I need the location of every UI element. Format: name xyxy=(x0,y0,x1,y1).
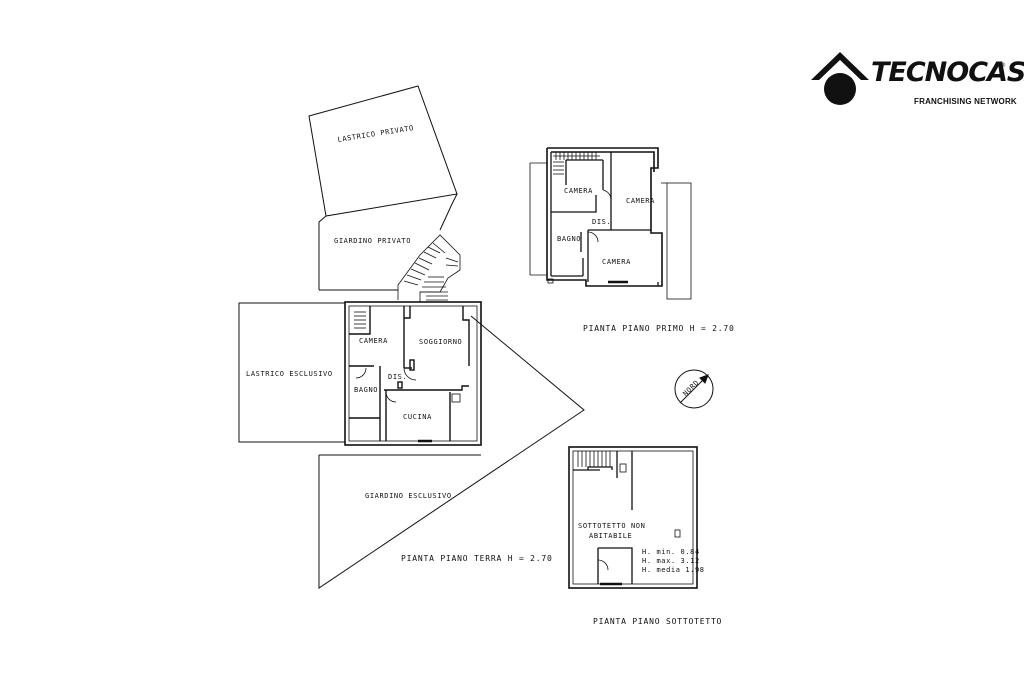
label-attic-room-1: SOTTOTETTO NON xyxy=(578,522,645,530)
north-compass xyxy=(674,369,714,409)
label-ff-camera-2: CAMERA xyxy=(626,197,655,205)
exterior-stair xyxy=(397,234,461,302)
attic-title: PIANTA PIANO SOTTOTETTO xyxy=(593,617,722,626)
label-ff-camera-3: CAMERA xyxy=(602,258,631,266)
label-gf-bagno: BAGNO xyxy=(354,386,378,394)
ground-floor-house xyxy=(344,301,482,446)
label-attic-room-2: ABITABILE xyxy=(589,532,632,540)
brand-tagline: FRANCHISING NETWORK xyxy=(914,97,1017,106)
ground-floor-plan xyxy=(238,85,585,589)
lastrico-privato-area xyxy=(308,85,458,217)
label-nord: NORD xyxy=(682,379,701,398)
label-soggiorno: SOGGIORNO xyxy=(419,338,462,346)
house-logo-icon xyxy=(811,52,869,105)
plan-labels: LASTRICO PRIVATO GIARDINO PRIVATO LASTRI… xyxy=(246,124,735,626)
label-gf-camera: CAMERA xyxy=(359,337,388,345)
label-cucina: CUCINA xyxy=(403,413,432,421)
brand-name: TECNOCASA xyxy=(871,57,1024,88)
label-lastrico-esclusivo: LASTRICO ESCLUSIVO xyxy=(246,370,333,378)
label-h-max: H. max. 3.12 xyxy=(642,557,700,565)
registered-mark: ® xyxy=(1000,62,1006,69)
label-giardino-esclusivo: GIARDINO ESCLUSIVO xyxy=(365,492,452,500)
label-ff-bagno: BAGNO xyxy=(557,235,581,243)
label-ff-camera-1: CAMERA xyxy=(564,187,593,195)
label-ff-dis: DIS. xyxy=(592,218,611,226)
label-h-min: H. min. 0.84 xyxy=(642,548,700,556)
label-gf-dis: DIS. xyxy=(388,373,407,381)
label-h-media: H. media 1.98 xyxy=(642,566,705,574)
label-lastrico-privato: LASTRICO PRIVATO xyxy=(337,124,414,144)
giardino-esclusivo-area xyxy=(318,315,585,589)
lastrico-esclusivo-area xyxy=(238,302,345,443)
attic-plan xyxy=(568,446,698,589)
first-floor-title: PIANTA PIANO PRIMO H = 2.70 xyxy=(583,324,735,333)
label-giardino-privato: GIARDINO PRIVATO xyxy=(334,237,411,245)
first-floor-plan xyxy=(529,147,692,300)
ground-floor-title: PIANTA PIANO TERRA H = 2.70 xyxy=(401,554,553,563)
giardino-privato-area xyxy=(318,215,327,290)
